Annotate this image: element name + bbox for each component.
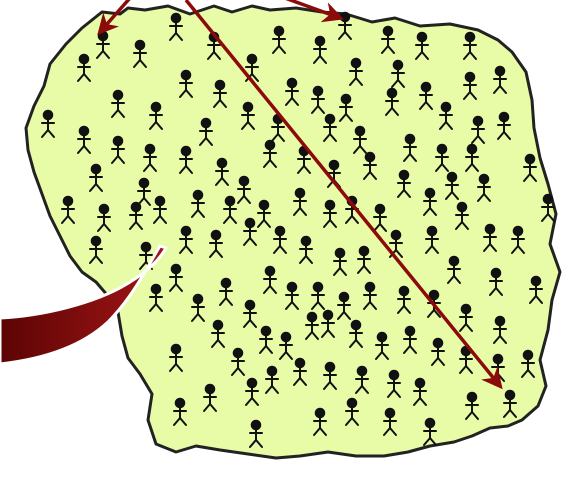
population-region — [24, 4, 562, 460]
arrow-top-right — [285, 0, 344, 23]
curved-arrow — [0, 244, 168, 366]
arrow-top-left — [97, 0, 131, 36]
arrow-diagonal — [184, 0, 503, 390]
